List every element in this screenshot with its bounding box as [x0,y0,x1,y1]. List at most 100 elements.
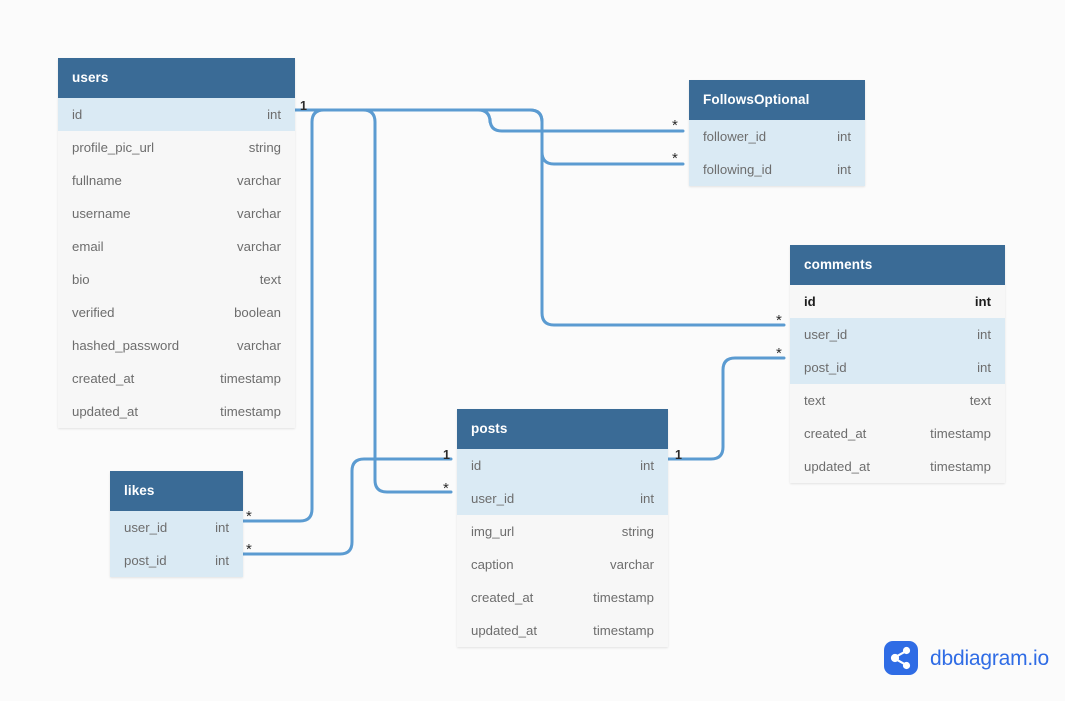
table-header-followsoptional[interactable]: FollowsOptional [689,80,865,120]
field-name: caption [471,556,514,572]
cardinality-label-comments-postid-left: * [776,345,782,362]
field-row-users-created_at[interactable]: created_at timestamp [58,361,295,395]
edge-posts-comments-postid[interactable] [666,356,786,461]
field-row-comments-user_id[interactable]: user_id int [790,317,1005,351]
field-type: int [640,490,654,506]
field-row-users-id[interactable]: id int [58,97,295,131]
field-name: user_id [471,490,515,506]
field-row-users-verified[interactable]: verified boolean [58,295,295,329]
field-row-comments-post_id[interactable]: post_id int [790,350,1005,384]
field-row-users-email[interactable]: email varchar [58,229,295,263]
logo-text: dbdiagram.io [930,646,1050,670]
field-row-posts-img_url[interactable]: img_url string [457,514,668,548]
field-type: int [837,161,851,177]
field-row-users-hashed_password[interactable]: hashed_password varchar [58,328,295,362]
field-name: email [72,238,104,254]
field-row-comments-id[interactable]: id int [790,284,1005,318]
table-header-users[interactable]: users [58,58,295,98]
field-name: created_at [72,370,135,386]
field-name: hashed_password [72,337,180,353]
field-name: img_url [471,523,515,539]
field-type: timestamp [220,403,281,419]
field-type: timestamp [220,370,281,386]
field-type: int [974,293,991,309]
cardinality-label-likes-postid-right: * [246,541,252,558]
field-row-users-fullname[interactable]: fullname varchar [58,163,295,197]
cardinality-label-posts-id-right: 1 [675,448,682,462]
field-row-users-username[interactable]: username varchar [58,196,295,230]
field-type: timestamp [930,458,991,474]
field-name: verified [72,304,115,320]
field-type: varchar [610,556,654,572]
field-row-likes-post_id[interactable]: post_id int [110,543,243,577]
field-name: following_id [703,161,772,177]
field-row-posts-user_id[interactable]: user_id int [457,481,668,515]
field-name: created_at [804,425,867,441]
field-type: varchar [237,238,281,254]
field-name: created_at [471,589,534,605]
table-header-posts[interactable]: posts [457,409,668,449]
field-name: id [804,293,816,309]
field-row-users-profile_pic_url[interactable]: profile_pic_url string [58,130,295,164]
field-name: profile_pic_url [72,139,155,155]
field-name: user_id [804,326,848,342]
field-name: bio [72,271,90,287]
field-name: user_id [124,519,168,535]
field-row-comments-created_at[interactable]: created_at timestamp [790,416,1005,450]
table-users[interactable]: users id int profile_pic_url string fullname v… [58,58,295,428]
edge-users-posts-userid[interactable] [293,108,453,494]
field-name: id [72,106,83,122]
field-type: boolean [234,304,281,320]
cardinality-label-followsoptional-follower-left: * [672,117,678,134]
field-row-followsoptional-following_id[interactable]: following_id int [689,152,865,186]
field-name: username [72,205,131,221]
field-type: int [267,106,281,122]
field-name: updated_at [471,622,538,638]
field-type: int [837,128,851,144]
field-name: post_id [124,552,167,568]
table-header-comments[interactable]: comments [790,245,1005,285]
cardinality-label-posts-userid-left: * [443,480,449,497]
edge-likes-posts-postid[interactable] [241,457,453,556]
edge-users-followsoptional-following[interactable] [293,108,685,166]
field-type: string [248,139,281,155]
field-type: varchar [237,172,281,188]
field-row-users-updated_at[interactable]: updated_at timestamp [58,394,295,428]
field-type: int [977,359,991,375]
field-name: id [471,457,482,473]
table-posts[interactable]: posts id int user_id int img_url string caption… [457,409,668,647]
edge-users-followsoptional-follower[interactable] [293,108,685,133]
field-type: int [977,326,991,342]
field-type: int [640,457,654,473]
field-row-posts-id[interactable]: id int [457,448,668,482]
field-type: string [621,523,654,539]
field-name: post_id [804,359,847,375]
field-name: updated_at [72,403,139,419]
field-type: text [259,271,281,287]
cardinality-label-likes-userid-right: * [246,508,252,525]
field-type: timestamp [593,589,654,605]
dbdiagram-logo[interactable]: dbdiagram.io [884,641,1049,675]
field-name: updated_at [804,458,871,474]
cardinality-label-users-id-right: 1 [300,99,307,113]
field-row-posts-created_at[interactable]: created_at timestamp [457,580,668,614]
field-type: int [215,552,229,568]
field-row-posts-caption[interactable]: caption varchar [457,547,668,581]
field-type: varchar [237,205,281,221]
field-name: fullname [72,172,122,188]
cardinality-label-followsoptional-following-left: * [672,150,678,167]
field-type: timestamp [930,425,991,441]
table-header-likes[interactable]: likes [110,471,243,511]
field-type: varchar [237,337,281,353]
field-name: text [804,392,826,408]
field-row-comments-updated_at[interactable]: updated_at timestamp [790,449,1005,483]
field-row-users-bio[interactable]: bio text [58,262,295,296]
